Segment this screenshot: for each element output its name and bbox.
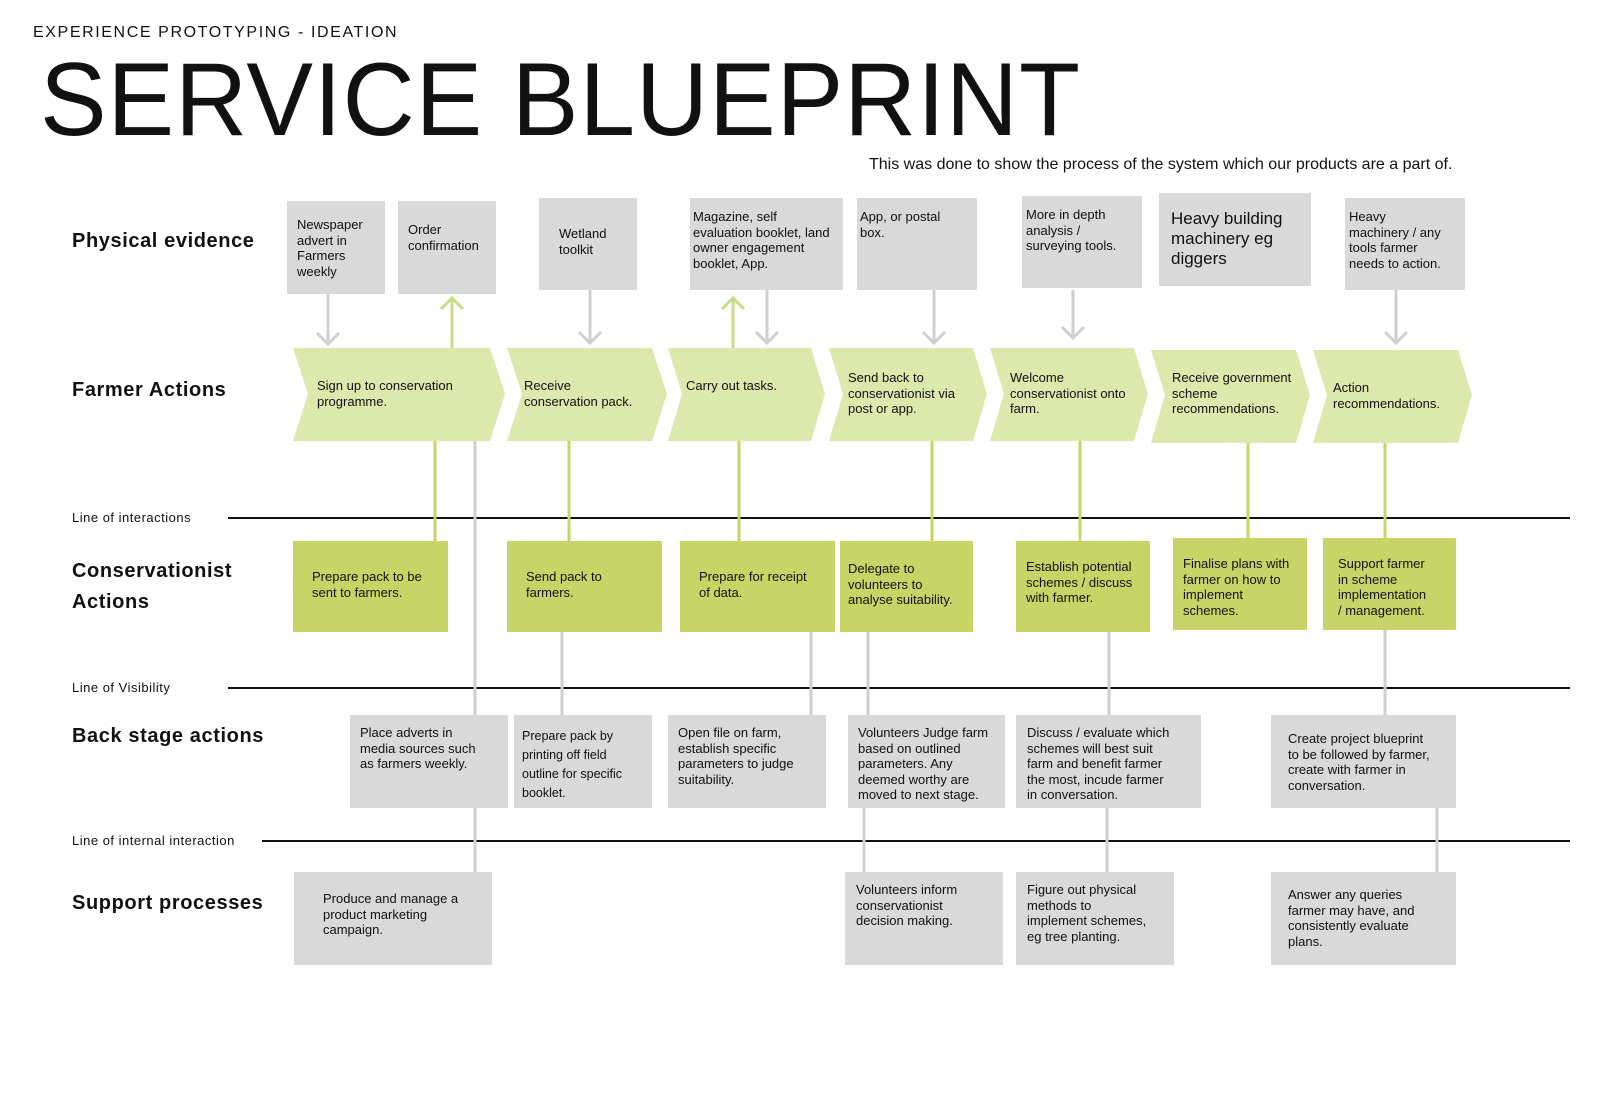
backstage-open-file: Open file on farm, establish specific pa… [668,715,826,808]
row-label-back-stage-actions: Back stage actions [72,725,264,747]
line-label-interactions: Line of interactions [72,510,192,525]
farmer-action-receive-pack: Receive conservation pack. [524,378,633,409]
backstage-prepare-pack: Prepare pack by printing off field outli… [514,715,652,808]
page-title: SERVICE BLUEPRINT [40,42,1081,158]
arrow-down-magazine [754,290,780,346]
row-label-farmer-actions: Farmer Actions [72,379,227,401]
arrow-down-wetland [577,290,603,346]
chevron-government [1151,350,1310,443]
arrow-down-machinery [1383,290,1409,346]
support-marketing-campaign: Produce and manage a product marketing c… [294,872,492,965]
farmer-action-action-recommendations: Action recommendations. [1333,380,1440,411]
backstage-project-blueprint: Create project blueprint to be followed … [1271,715,1456,808]
arrow-down-surveying [1060,290,1086,341]
conservationist-prepare-receipt: Prepare for receipt of data. [680,541,835,632]
row-label-physical-evidence: Physical evidence [72,230,255,252]
chevron-receive-pack [507,348,667,441]
conservationist-finalise-plans: Finalise plans with farmer on how to imp… [1173,538,1307,630]
evidence-order-confirmation: Order confirmation [398,201,496,294]
farmer-action-government-recommendations: Receive government scheme recommendation… [1172,370,1292,416]
farmer-action-welcome: Welcome conservationist onto farm. [1010,370,1126,416]
chevron-welcome [990,348,1148,441]
evidence-heavy-building-machinery: Heavy building machinery eg diggers [1159,193,1311,286]
arrow-up-carry-out [720,295,746,348]
support-physical-methods: Figure out physical methods to implement… [1016,872,1174,965]
evidence-wetland-toolkit: Wetland toolkit [539,198,637,290]
evidence-newspaper-advert: Newspaper advert in Farmers weekly [287,201,385,294]
arrow-down-newspaper [315,294,341,347]
evidence-magazine-booklets: Magazine, self evaluation booklet, land … [690,198,843,290]
page-note: This was done to show the process of the… [869,156,1453,173]
page-subtitle: EXPERIENCE PROTOTYPING - IDEATION [33,24,399,41]
farmer-action-send-back: Send back to conservationist via post or… [848,370,955,416]
conservationist-prepare-pack: Prepare pack to be sent to farmers. [293,541,448,632]
conservationist-establish-schemes: Establish potential schemes / discuss wi… [1016,541,1150,632]
chevron-carry-out [668,348,825,441]
arrow-up-confirmation [439,295,465,348]
chevron-action [1313,350,1472,443]
backstage-volunteers-judge: Volunteers Judge farm based on outlined … [848,715,1005,808]
row-label-conservationist-actions: Conservationist Actions [72,560,233,613]
farmer-action-sign-up: Sign up to conservation programme. [317,378,453,409]
evidence-surveying-tools: More in depth analysis / surveying tools… [1022,196,1142,288]
row-label-support-processes: Support processes [72,892,264,914]
conservationist-delegate-volunteers: Delegate to volunteers to analyse suitab… [840,541,973,632]
chevron-send-back [829,348,987,441]
evidence-heavy-machinery-tools: Heavy machinery / any tools farmer needs… [1345,198,1465,290]
line-label-internal: Line of internal interaction [72,833,235,848]
support-answer-queries: Answer any queries farmer may have, and … [1271,872,1456,965]
arrow-down-app [921,290,947,346]
farmer-action-carry-out: Carry out tasks. [686,378,778,393]
chevron-sign-up [293,348,505,441]
backstage-place-adverts: Place adverts in media sources such as f… [350,715,508,808]
line-label-visibility: Line of Visibility [72,680,171,695]
conservationist-support-farmer: Support farmer in scheme implementation … [1323,538,1456,630]
support-volunteers-inform: Volunteers inform conservationist decisi… [845,872,1003,965]
evidence-app-postal-box: App, or postal box. [857,198,977,290]
conservationist-send-pack: Send pack to farmers. [507,541,662,632]
backstage-discuss-evaluate: Discuss / evaluate which schemes will be… [1016,715,1201,808]
